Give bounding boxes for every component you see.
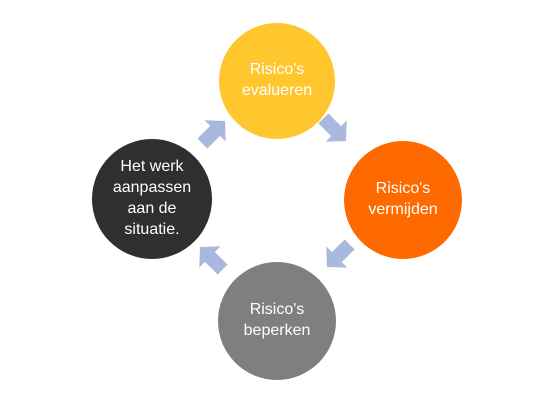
node-werk-aanpassen: Het werk aanpassen aan de situatie. [92,139,212,259]
node-label-evalueren: Risico's evalueren [241,61,313,99]
node-label-werk-aanpassen: Het werk aanpassen aan de situatie. [112,158,192,238]
arrow-vermijden-to-beperken [326,239,355,268]
node-risicos-evalueren: Risico's evalueren [219,23,335,139]
arrow-situatie-to-evalueren [197,120,226,149]
arrow-beperken-to-situatie [199,246,228,275]
node-risicos-beperken: Risico's beperken [218,262,336,380]
node-label-vermijden: Risico's vermijden [368,180,438,218]
node-risicos-vermijden: Risico's vermijden [344,141,462,259]
node-label-beperken: Risico's beperken [243,301,311,339]
arrow-evalueren-to-vermijden [318,113,347,142]
